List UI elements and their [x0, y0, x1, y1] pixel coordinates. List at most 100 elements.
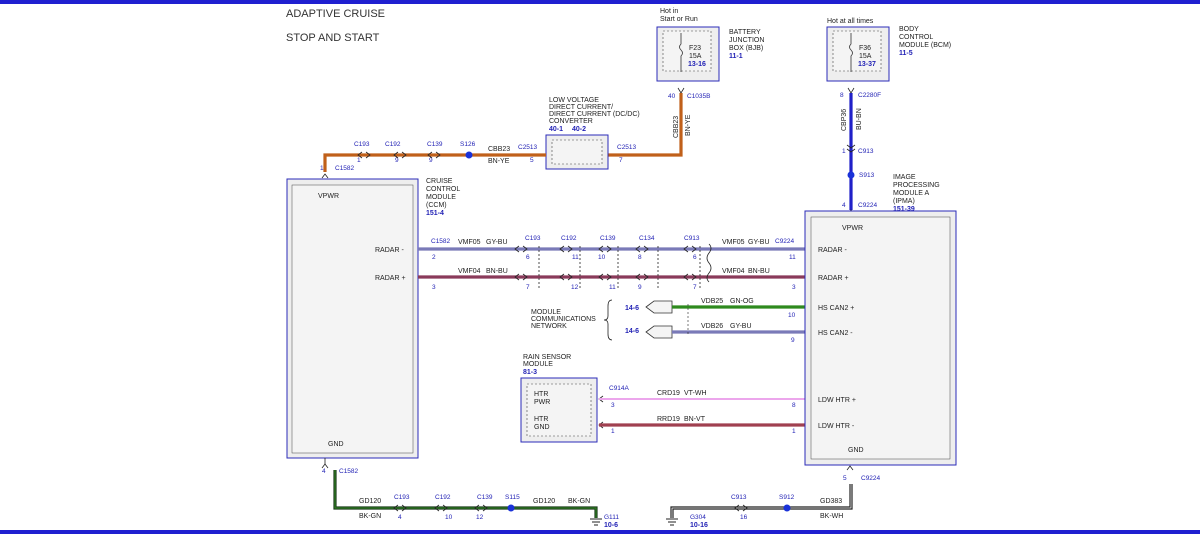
radar-minus-pin-4: 10	[598, 254, 606, 261]
power-color: BN-YE	[488, 158, 510, 165]
can-minus-pin: 9	[791, 337, 795, 344]
power-pin-c193: 1	[357, 157, 361, 164]
bjb-connector: C1035B	[687, 93, 711, 100]
radar-conn-c193: C193	[525, 235, 541, 242]
radar-minus-pin-6: 6	[693, 254, 697, 261]
bcm-name-1: BODY	[899, 26, 919, 33]
ccm-power-conn: C1582	[335, 165, 355, 172]
ground-conn-c192: C192	[435, 494, 451, 501]
network-line-3: NETWORK	[531, 323, 567, 330]
network-line-1: MODULE	[531, 309, 561, 316]
ipma-name-3: MODULE A	[893, 190, 930, 197]
ipma-ref[interactable]: 151-39	[893, 206, 915, 213]
radar-minus-pin-1: 2	[432, 254, 436, 261]
power-circuit: CBB23	[488, 146, 510, 153]
ipma-ldw-minus-pin: 1	[792, 428, 796, 435]
top-frame-bar	[0, 0, 1200, 4]
radar-minus-pin-5: 8	[638, 254, 642, 261]
bcm-fuse-symbol	[849, 33, 853, 72]
ground-g111-ref[interactable]: 10-6	[604, 522, 618, 529]
dcdc-ref-2[interactable]: 40-2	[572, 126, 586, 133]
rain-gnd-color: BN-VT	[684, 416, 706, 423]
radar-plus-pin-3: 12	[571, 284, 579, 291]
ipma-ldw-plus-pin: 8	[792, 402, 796, 409]
ipma-name-2: PROCESSING	[893, 182, 940, 189]
ground-g304-ref[interactable]: 10-16	[690, 522, 708, 529]
splice-s126	[465, 151, 473, 159]
ipma-radar-plus: RADAR +	[818, 275, 849, 282]
bcm-fuse-rating: 15A	[859, 53, 872, 60]
power-conn-c139: C139	[427, 141, 443, 148]
rain-inner-box	[526, 383, 592, 437]
network-ref-1[interactable]: 14-6	[625, 305, 639, 312]
ccm-vpwr: VPWR	[318, 193, 339, 200]
network-ref-2[interactable]: 14-6	[625, 328, 639, 335]
dcdc-in-connector: C2513	[518, 144, 538, 151]
dcdc-ref-1[interactable]: 40-1	[549, 126, 563, 133]
radar-plus-pin-4: 11	[609, 284, 616, 291]
bjb-name-3: BOX (BJB)	[729, 45, 763, 52]
bjb-hot-note-2: Start or Run	[660, 16, 698, 23]
bcm-connector-arrow	[847, 87, 855, 94]
ccm-gnd-pin: 4	[322, 468, 326, 475]
ccm-name-4: (CCM)	[426, 202, 447, 209]
ccm-ref[interactable]: 151-4	[426, 210, 444, 217]
network-minus-connector-icon[interactable]	[645, 325, 673, 339]
dcdc-in-pin: 5	[530, 157, 534, 164]
ccm-ground-wire	[333, 470, 598, 518]
bcm-pin: 8	[840, 92, 844, 99]
ipma-hs-can-minus: HS CAN2 -	[818, 330, 853, 337]
ipma-gnd: GND	[848, 447, 864, 454]
ipma-power-conn: C9224	[858, 202, 878, 209]
radar-minus-color-right: GY-BU	[748, 239, 770, 246]
c913-connector: C913	[858, 148, 874, 155]
can-plus-pin: 10	[788, 312, 796, 319]
rain-htr-gnd-1: HTR	[534, 416, 548, 423]
ground-c913-label: C913	[731, 494, 747, 501]
dcdc-line-4: CONVERTER	[549, 118, 593, 125]
bjb-fuse-id: F23	[689, 45, 701, 52]
ccm-ground-wire-stripe	[334, 470, 597, 518]
rain-pin-pwr: 3	[611, 402, 615, 409]
rain-gnd-circuit: RRD19	[657, 416, 680, 423]
bjb-name-2: JUNCTION	[729, 37, 764, 44]
bcm-module-ref[interactable]: 11-5	[899, 50, 913, 57]
bjb-pin: 40	[668, 93, 676, 100]
rain-name-2: MODULE	[523, 361, 553, 368]
ground-g111-symbol	[590, 518, 602, 526]
ccm-radar-plus: RADAR +	[375, 275, 406, 282]
ipma-vpwr: VPWR	[842, 225, 863, 232]
radar-plus-pin-6: 7	[693, 284, 697, 291]
dcdc-out-pin: 7	[619, 157, 623, 164]
bjb-fuse-ref[interactable]: 13-16	[688, 61, 706, 68]
splice-s115	[507, 504, 515, 512]
bjb-feed-color: BN-YE	[685, 114, 692, 136]
radar-conn-c913: C913	[684, 235, 700, 242]
ground-pin-c192: 10	[445, 514, 453, 521]
ccm-inner-box	[291, 184, 414, 454]
bcm-fuse-id: F36	[859, 45, 871, 52]
rain-htr-pwr-2: PWR	[534, 399, 550, 406]
ground-pin-c139: 12	[476, 514, 484, 521]
rain-ref[interactable]: 81-3	[523, 369, 537, 376]
bcm-fuse-ref[interactable]: 13-37	[858, 61, 876, 68]
network-plus-connector-icon[interactable]	[645, 300, 673, 314]
ground-connector-marks	[393, 504, 488, 512]
radar-plus-color-left: BN-BU	[486, 268, 508, 275]
bjb-module-ref[interactable]: 11-1	[729, 53, 743, 60]
ground-color-1: BK-GN	[359, 513, 381, 520]
rain-htr-pwr-1: HTR	[534, 391, 548, 398]
rain-name-1: RAIN SENSOR	[523, 354, 571, 361]
ipma-name-1: IMAGE	[893, 174, 916, 181]
radar-conn-c134: C134	[639, 235, 655, 242]
bjb-name-1: BATTERY	[729, 29, 761, 36]
bjb-fuse-rating: 15A	[689, 53, 702, 60]
radar-minus-pin-7: 11	[789, 254, 796, 261]
ground-conn-c193: C193	[394, 494, 410, 501]
ipma-ldw-plus: LDW HTR +	[818, 397, 856, 404]
bjb-feed-circuit: CBB23	[673, 116, 680, 138]
radar-conn-c9224: C9224	[775, 238, 795, 245]
radar-minus-circuit-right: VMF05	[722, 239, 745, 246]
radar-minus-pin-2: 6	[526, 254, 530, 261]
